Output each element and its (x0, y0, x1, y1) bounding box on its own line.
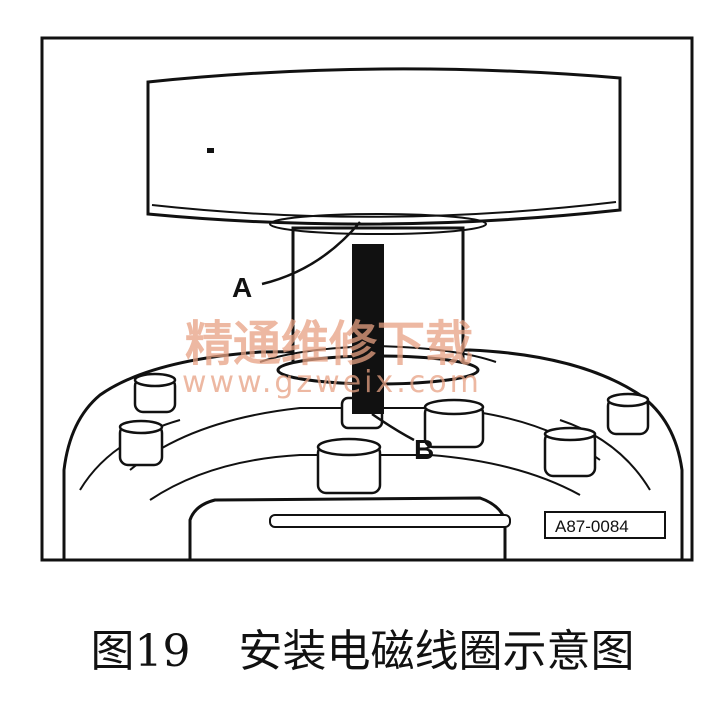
label-b: B (414, 434, 434, 465)
center-shaft (352, 244, 384, 414)
leader-line-a (261, 221, 361, 286)
figure-caption: 图19 安装电磁线圈示意图 (0, 612, 725, 682)
housing-studs (118, 372, 650, 495)
part-code: A87-0084 (555, 517, 629, 536)
electromagnetic-coil (146, 67, 622, 235)
label-a: A (232, 272, 252, 303)
installation-diagram: A B 精通维修下载 www.gzweix.com A87-0084 (40, 36, 694, 562)
part-code-box (544, 511, 666, 539)
watermark-title: 精通维修下载 (185, 316, 473, 372)
caption-text: 安装电磁线圈示意图 (238, 626, 635, 677)
leader-line-b (371, 412, 415, 442)
callout-b: B (371, 412, 434, 465)
watermark-url: www.gzweix.com (182, 365, 482, 400)
figure-number: 图19 (90, 626, 191, 677)
callout-a: A (232, 221, 361, 303)
